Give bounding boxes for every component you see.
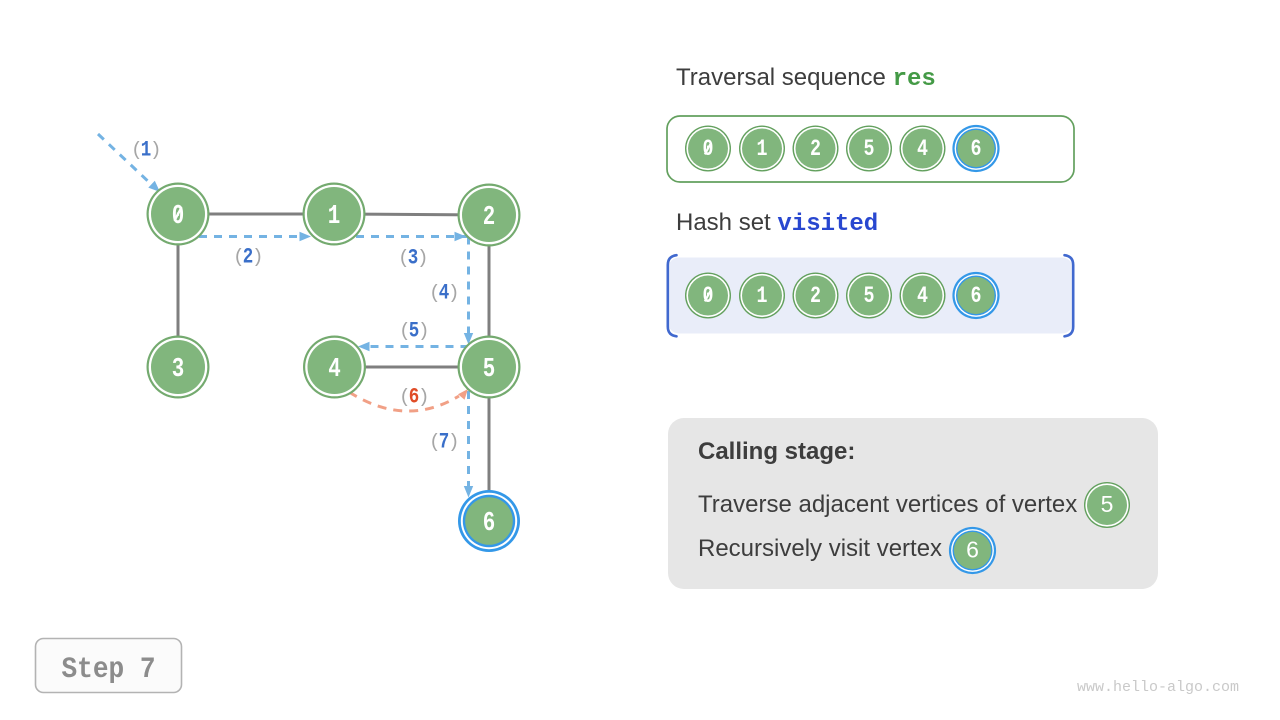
svg-text:5: 5 xyxy=(1101,491,1114,517)
svg-text:4: 4 xyxy=(917,283,928,310)
svg-text:2: 2 xyxy=(483,203,496,233)
svg-text:Hash set visited: Hash set visited xyxy=(676,209,878,238)
svg-text:4: 4 xyxy=(439,281,450,306)
svg-text:Traversal sequence res: Traversal sequence res xyxy=(676,64,936,93)
svg-text:6: 6 xyxy=(966,537,979,563)
svg-text:(): () xyxy=(398,247,429,269)
svg-text:1: 1 xyxy=(757,136,768,163)
svg-text:(): () xyxy=(399,386,430,408)
svg-text:7: 7 xyxy=(439,430,450,455)
svg-text:1: 1 xyxy=(141,138,152,163)
svg-text:1: 1 xyxy=(757,283,768,310)
svg-text:Step 7: Step 7 xyxy=(62,653,156,687)
svg-text:1: 1 xyxy=(328,202,341,232)
svg-text:3: 3 xyxy=(408,246,419,271)
svg-text:5: 5 xyxy=(864,136,875,163)
svg-text:3: 3 xyxy=(172,355,185,385)
svg-text:6: 6 xyxy=(483,509,496,539)
svg-text:(): () xyxy=(429,282,460,304)
svg-text:Calling stage:: Calling stage: xyxy=(698,438,855,465)
svg-text:5: 5 xyxy=(409,319,420,344)
svg-text:Traverse adjacent vertices of: Traverse adjacent vertices of vertex xyxy=(698,491,1077,518)
svg-text:Recursively visit vertex: Recursively visit vertex xyxy=(698,535,942,562)
svg-text:(): () xyxy=(233,246,264,268)
svg-text:6: 6 xyxy=(971,136,982,163)
svg-text:6: 6 xyxy=(409,385,420,410)
svg-text:6: 6 xyxy=(971,283,982,310)
svg-text:2: 2 xyxy=(810,136,821,163)
svg-text:2: 2 xyxy=(810,283,821,310)
svg-text:(): () xyxy=(429,431,460,453)
svg-text:4: 4 xyxy=(328,355,341,385)
svg-text:2: 2 xyxy=(243,245,254,270)
svg-text:(): () xyxy=(131,139,162,161)
svg-text:(): () xyxy=(399,320,430,342)
svg-text:4: 4 xyxy=(917,136,928,163)
svg-text:5: 5 xyxy=(483,355,496,385)
svg-text:0: 0 xyxy=(172,202,185,232)
svg-text:www.hello-algo.com: www.hello-algo.com xyxy=(1077,679,1239,696)
svg-text:5: 5 xyxy=(864,283,875,310)
